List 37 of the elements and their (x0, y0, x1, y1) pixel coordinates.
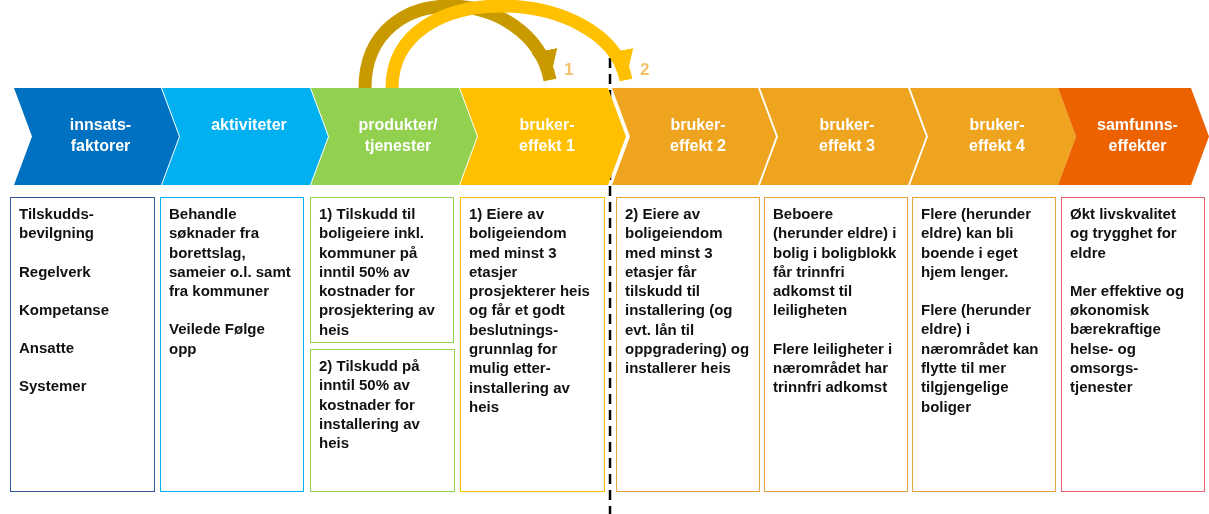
stage-title: bruker- effekt 4 (968, 115, 1026, 156)
description-text: Ansatte (19, 338, 75, 358)
stage-title: bruker- effekt 2 (669, 115, 727, 156)
description-text: Flere (herunder eldre) kan bli boende i eget hjem lenger. (921, 204, 1033, 282)
description-text: Veilede Følge opp (169, 319, 266, 359)
stage-title: bruker- effekt 3 (818, 115, 876, 156)
stage-title: samfunns- effekter (1096, 115, 1179, 156)
description-panel (616, 197, 760, 492)
description-text: Behandle søknader fra borettslag, sameier o.l. samt fra kommuner (169, 204, 292, 301)
description-text: Økt livskvalitet og trygghet for eldre (1070, 204, 1178, 262)
description-text: 2) Tilskudd på inntil 50% av kostnader for installering av heis (319, 356, 421, 453)
description-text: Regelverk (19, 261, 92, 281)
edge-label: 1 (564, 60, 574, 80)
curved-arrow (385, 0, 633, 90)
description-text: Kompetanse (19, 299, 111, 320)
description-panel (310, 349, 455, 492)
stage-title: bruker- effekt 1 (518, 115, 576, 156)
stage-title: aktiviteter (210, 115, 288, 135)
description-panel (1061, 197, 1205, 492)
description-text: 1) Tilskudd til boligeiere inkl. kommuner på inntil 50% av kostnader for prosjektering av heis (319, 204, 436, 340)
description-text: Flere leiligheter i nærområdet har trinnfri adkomst (773, 338, 894, 397)
description-panel (764, 197, 908, 492)
description-panel (160, 197, 304, 492)
description-text: 1) Eiere av boligeiendom med minst 3 etasjer prosjekterer heis og får et godt beslutnings- grunnlag for mulig etter- installering av heis (469, 204, 591, 417)
description-panel (460, 197, 605, 492)
stage-title: innsats- faktorer (68, 115, 133, 156)
description-text: Beboere (herunder eldre) i bolig i boligblokk får trinnfri adkomst til leiligheten (773, 204, 898, 320)
description-panel (310, 197, 454, 343)
description-text: Tilskudds- bevilgning (19, 204, 95, 243)
edge-label: 2 (640, 60, 650, 80)
description-text: Mer effektive og økonomisk bærekraftige helse- og omsorgs- tjenester (1070, 280, 1186, 397)
description-text: Flere (herunder eldre) i nærområdet kan flytte til mer tilgjengelige boliger (921, 300, 1040, 416)
stage-title: produkter/ tjenester (357, 115, 439, 156)
description-text: 2) Eiere av boligeiendom med minst 3 etasjer får tilskudd til installering (og evt. lån til oppgradering) og installerer heis (625, 204, 751, 378)
description-panel (10, 197, 155, 492)
description-text: Systemer (19, 376, 88, 396)
description-panel (912, 197, 1056, 492)
